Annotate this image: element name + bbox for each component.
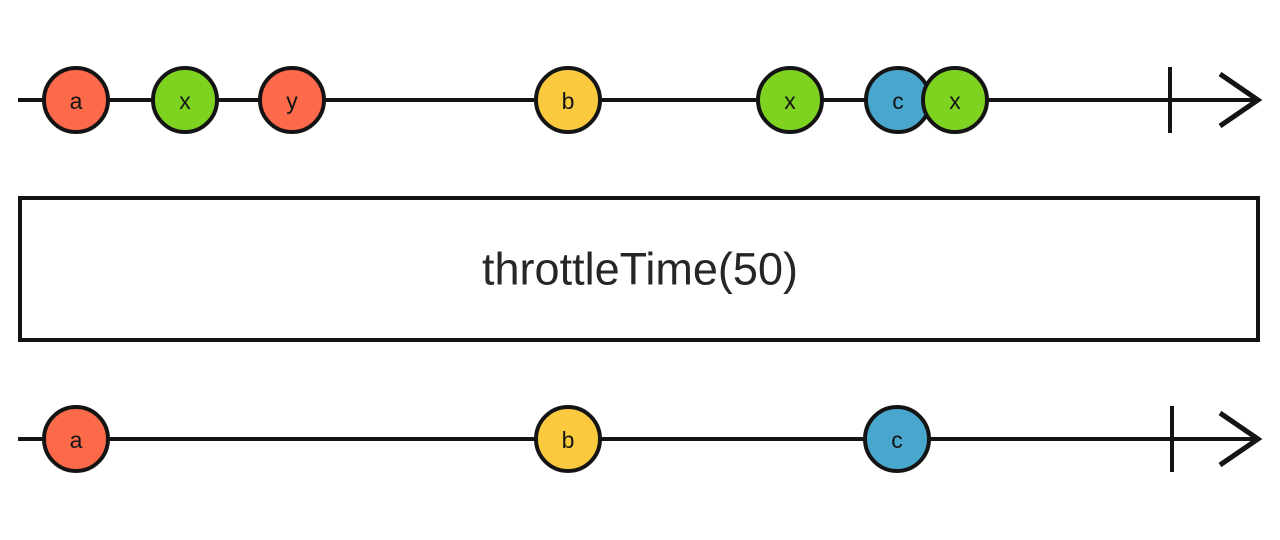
marble-circle[interactable] [42, 66, 110, 134]
marble-circle[interactable] [42, 405, 110, 473]
marble-x[interactable]: x [756, 66, 824, 134]
marble-label: x [784, 88, 796, 114]
marble-b[interactable]: b [534, 405, 602, 473]
marble-circle[interactable] [534, 66, 602, 134]
operator-label: throttleTime(50) [482, 244, 798, 295]
marble-circle[interactable] [756, 66, 824, 134]
marble-circle[interactable] [534, 405, 602, 473]
marble-label: c [892, 88, 904, 114]
operator-box-rect[interactable] [18, 196, 1260, 342]
marble-circle[interactable] [151, 66, 219, 134]
marble-a[interactable]: a [42, 66, 110, 134]
marble-label: y [286, 88, 298, 114]
marble-x[interactable]: x [921, 66, 989, 134]
marble-a[interactable]: a [42, 405, 110, 473]
marble-circle[interactable] [921, 66, 989, 134]
marble-b[interactable]: b [534, 66, 602, 134]
marble-x[interactable]: x [151, 66, 219, 134]
marble-circle[interactable] [863, 405, 931, 473]
marble-circle[interactable] [258, 66, 326, 134]
marble-label: b [562, 427, 575, 453]
marble-label: x [949, 88, 961, 114]
output-timeline: a b c [18, 405, 1263, 473]
marble-label: c [891, 427, 903, 453]
source-arrow-head [1218, 71, 1263, 129]
marble-label: x [179, 88, 191, 114]
operator-box[interactable]: throttleTime(50) [18, 196, 1260, 342]
marble-label: a [70, 427, 83, 453]
marble-label: a [70, 88, 83, 114]
output-marble-group: a b c [42, 405, 931, 473]
marble-label: b [562, 88, 575, 114]
marble-c[interactable]: c [863, 405, 931, 473]
output-arrow-head [1218, 410, 1263, 468]
marble-c[interactable]: c [864, 66, 932, 134]
marble-y[interactable]: y [258, 66, 326, 134]
